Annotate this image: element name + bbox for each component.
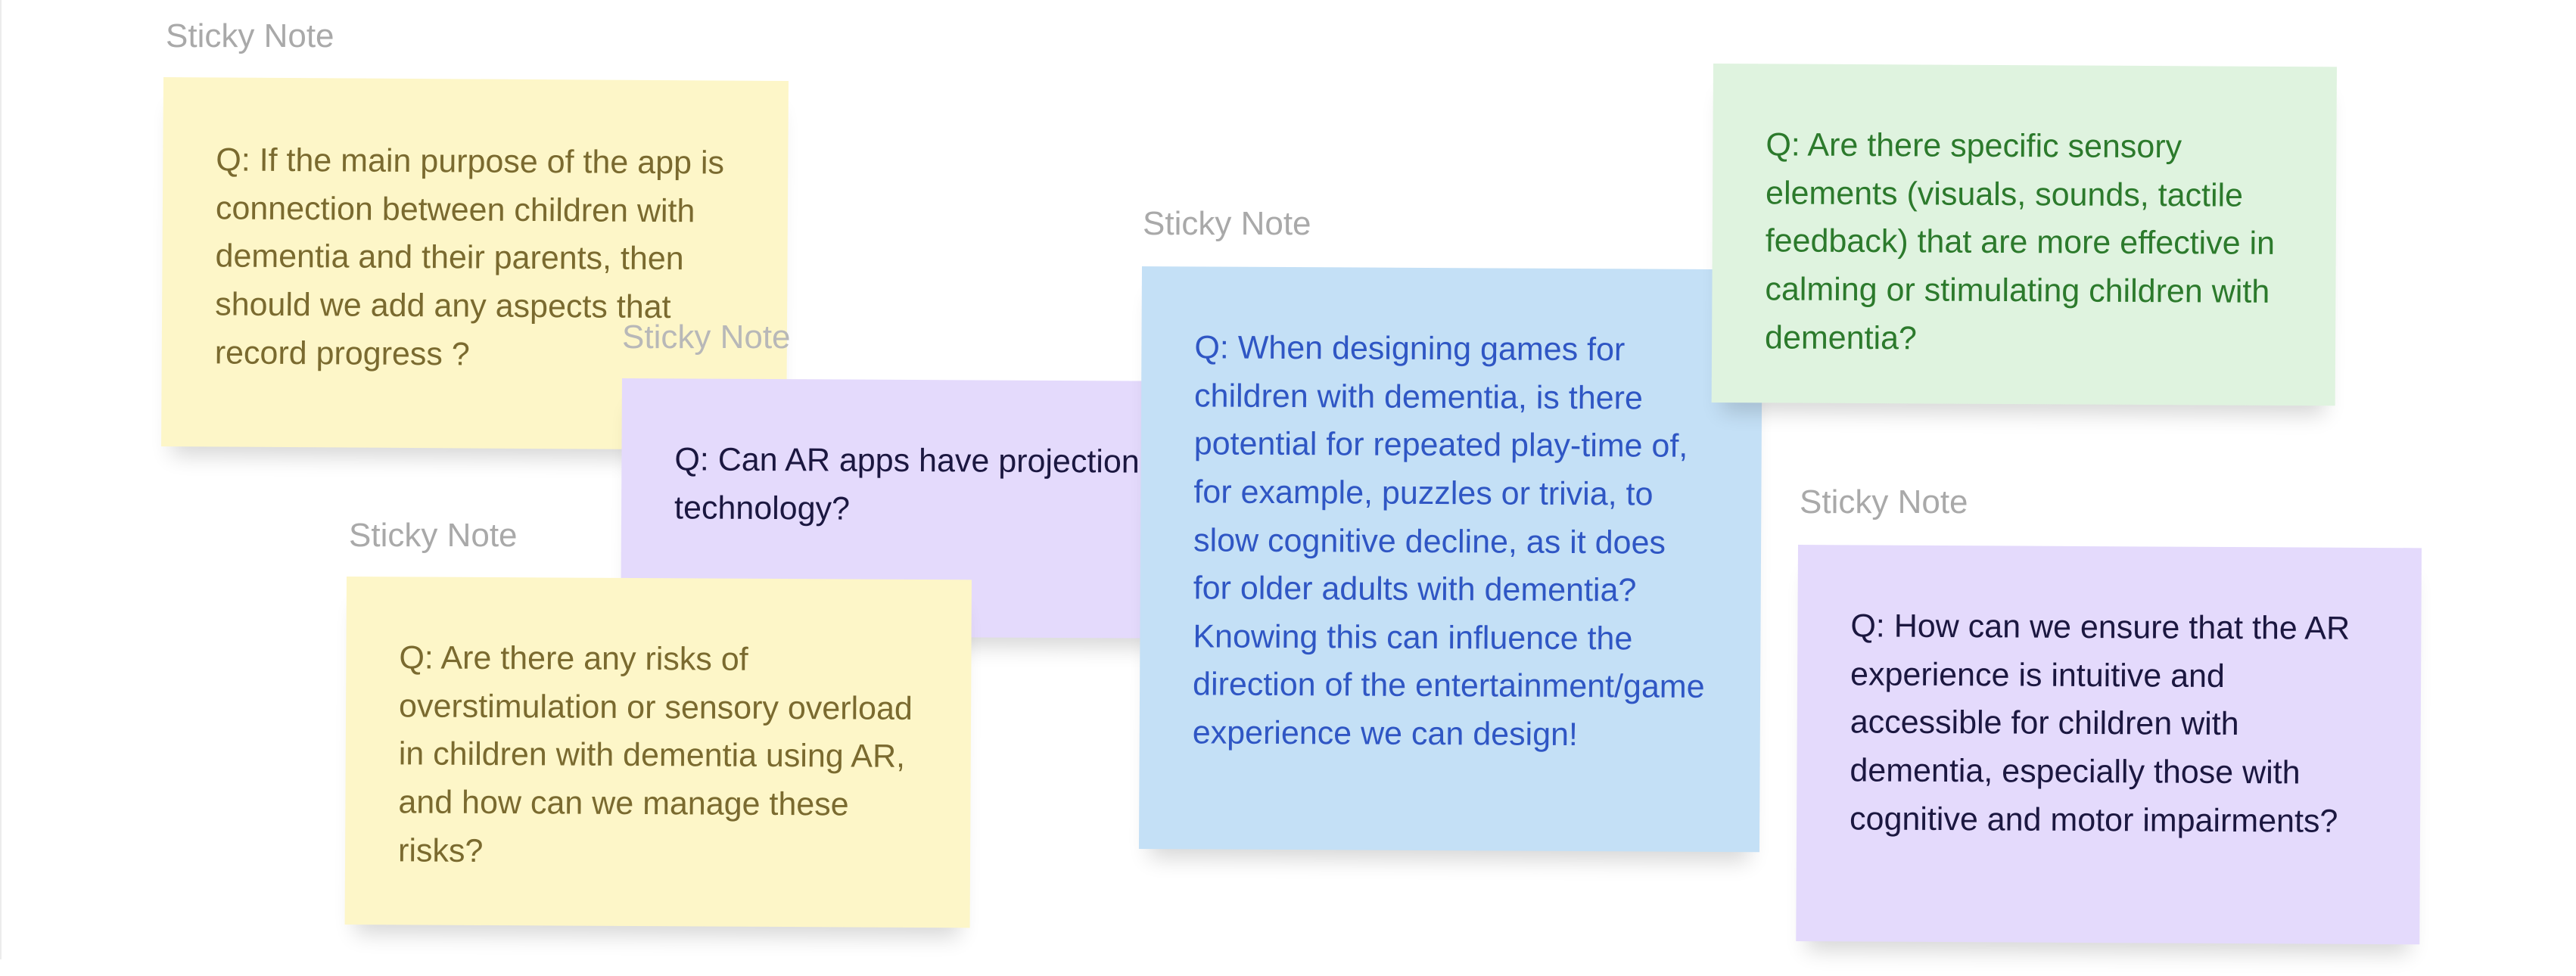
sticky-note-label: Sticky Note	[349, 517, 518, 554]
sticky-note-text: Q: How can we ensure that the AR experie…	[1849, 608, 2350, 840]
canvas-edge-divider	[0, 0, 2, 959]
sticky-note-text: Q: When designing games for children wit…	[1192, 329, 1705, 754]
sticky-note-label: Sticky Note	[1143, 205, 1311, 242]
sticky-note-label: Sticky Note	[1800, 483, 1968, 521]
sticky-note-overstimulation[interactable]: Q: Are there any risks of overstimulatio…	[344, 577, 972, 928]
sticky-note-label: Sticky Note	[166, 17, 334, 54]
sticky-note-text: Q: Can AR apps have projection technolog…	[674, 441, 1140, 527]
sticky-note-sensory[interactable]: Q: Are there specific sensory elements (…	[1711, 64, 2337, 406]
sticky-note-label: Sticky Note	[622, 319, 791, 356]
sticky-note-text: Q: Are there specific sensory elements (…	[1764, 126, 2276, 356]
sticky-note-text: Q: Are there any risks of overstimulatio…	[397, 639, 913, 869]
sticky-note-accessibility[interactable]: Q: How can we ensure that the AR experie…	[1796, 545, 2422, 945]
sticky-note-games[interactable]: Q: When designing games for children wit…	[1138, 266, 1762, 853]
